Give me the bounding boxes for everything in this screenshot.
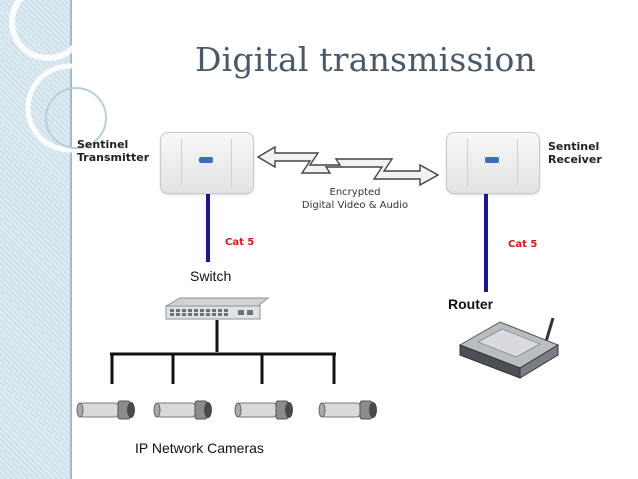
sidebar-circle-inner bbox=[45, 87, 107, 149]
transmitter-label-line2: Transmitter bbox=[77, 151, 150, 164]
right-cable-label: Cat 5 bbox=[508, 239, 538, 250]
network-switch bbox=[164, 297, 270, 320]
link-label: Encrypted Digital Video & Audio bbox=[300, 186, 410, 212]
link-label-line1: Encrypted bbox=[329, 187, 381, 198]
sidebar-circles bbox=[9, 0, 115, 153]
camera-icon-2 bbox=[153, 400, 212, 420]
receiver-logo-icon bbox=[485, 157, 499, 163]
camera-icon-1 bbox=[76, 400, 135, 420]
sentinel-transmitter-device bbox=[160, 132, 254, 194]
transmitter-label-line1: Sentinel bbox=[77, 138, 129, 151]
sidebar-circle-large bbox=[25, 63, 115, 153]
router-label: Router bbox=[448, 296, 494, 312]
sidebar-pattern bbox=[0, 0, 70, 479]
router-icon bbox=[458, 317, 560, 379]
receiver-label-line1: Sentinel bbox=[548, 140, 600, 153]
link-label-line2: Digital Video & Audio bbox=[301, 200, 409, 211]
camera-icon-3 bbox=[234, 400, 293, 420]
sentinel-receiver-device bbox=[446, 132, 540, 194]
cameras-label: IP Network Cameras bbox=[135, 440, 264, 456]
switch-label: Switch bbox=[190, 268, 232, 284]
receiver-label: Sentinel Receiver bbox=[548, 140, 602, 166]
sidebar-circle-top bbox=[9, 0, 87, 61]
left-cable-label: Cat 5 bbox=[225, 237, 255, 248]
slide-sidebar bbox=[0, 0, 115, 479]
receiver-label-line2: Receiver bbox=[548, 153, 602, 166]
transmitter-label: Sentinel Transmitter bbox=[77, 138, 149, 164]
wireless-link-icon bbox=[256, 145, 440, 187]
transmitter-logo-icon bbox=[199, 157, 213, 163]
camera-icon-4 bbox=[318, 400, 377, 420]
slide-title: Digital transmission bbox=[195, 40, 536, 79]
